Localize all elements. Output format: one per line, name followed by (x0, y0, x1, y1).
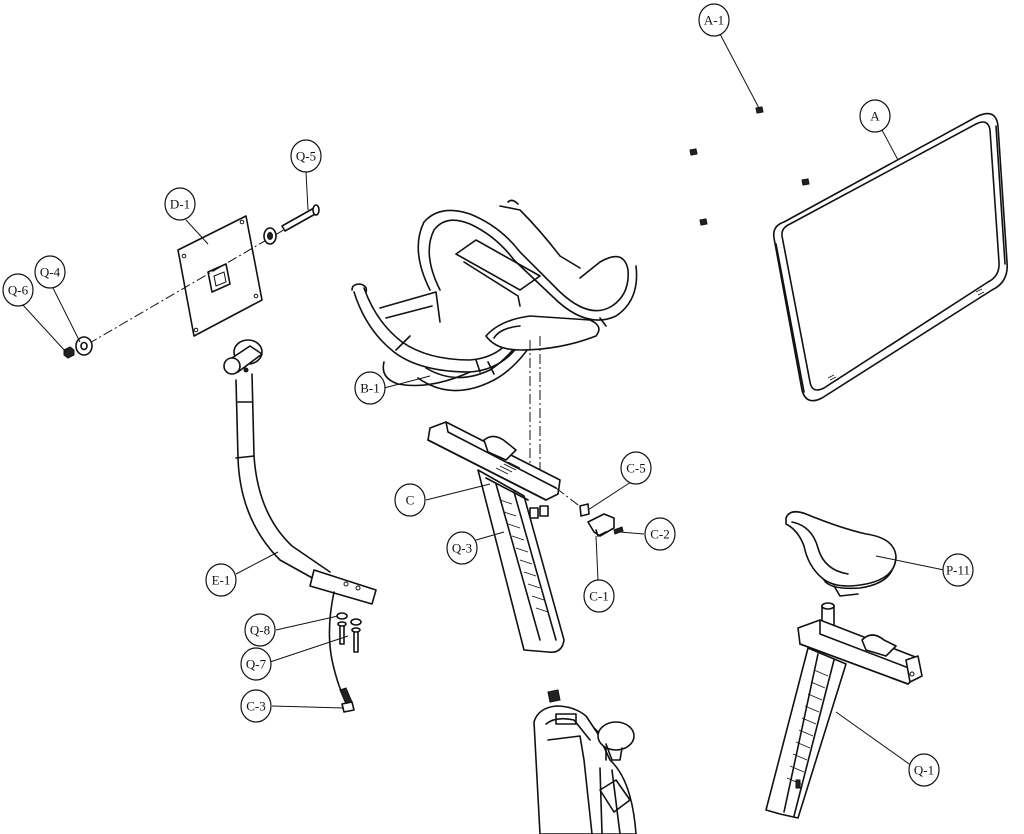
label-b-1: B-1 (354, 371, 386, 405)
label-q-5: Q-5 (290, 139, 322, 173)
label-q-7: Q-7 (240, 647, 272, 681)
part-q-6-nut (63, 346, 75, 359)
part-c-2-screw (613, 526, 624, 535)
svg-text:C-3: C-3 (246, 699, 266, 714)
label-q-4: Q-4 (34, 255, 66, 289)
svg-text:P-11: P-11 (946, 563, 970, 578)
part-e-1-arm (223, 339, 377, 605)
part-q-5-bolt (281, 204, 320, 232)
label-q-8: Q-8 (244, 613, 276, 647)
svg-text:C: C (406, 493, 415, 508)
part-q-7-bolts (337, 621, 361, 653)
label-a: A (859, 99, 891, 133)
label-c-2: C-2 (644, 517, 676, 551)
svg-text:Q-1: Q-1 (914, 763, 934, 778)
svg-text:A: A (870, 109, 880, 124)
leader-lines (21, 33, 945, 767)
label-c-3: C-3 (240, 689, 272, 723)
part-q-3-post (477, 469, 565, 654)
svg-text:B-1: B-1 (360, 381, 380, 396)
label-e-1: E-1 (205, 563, 237, 597)
svg-text:A-1: A-1 (704, 13, 724, 28)
part-d-1-mount-plate (177, 215, 263, 337)
label-q-6: Q-6 (2, 273, 34, 307)
part-b-1-handlebar (351, 199, 638, 392)
part-a-display (772, 112, 1009, 402)
svg-text:C-5: C-5 (626, 461, 646, 476)
label-q-1: Q-1 (908, 753, 940, 787)
part-c-3-cable (328, 591, 355, 713)
part-c-handlebar-slider (427, 421, 561, 519)
part-c-5-pad (579, 503, 590, 517)
svg-text:Q-6: Q-6 (8, 283, 29, 298)
svg-text:Q-5: Q-5 (296, 149, 316, 164)
part-frame-post (533, 689, 637, 834)
part-p-11-saddle (785, 510, 897, 597)
svg-text:Q-3: Q-3 (452, 541, 472, 556)
svg-text:E-1: E-1 (212, 573, 231, 588)
label-a-1: A-1 (698, 3, 730, 37)
label-d-1: D-1 (164, 187, 196, 221)
label-c: C (394, 483, 426, 517)
svg-text:Q-8: Q-8 (250, 623, 270, 638)
label-c-1: C-1 (583, 579, 615, 613)
part-q-1-seat-post (765, 602, 923, 819)
svg-text:Q-7: Q-7 (246, 657, 267, 672)
label-p-11: P-11 (942, 553, 974, 587)
label-q-3: Q-3 (446, 531, 478, 565)
part-q-8-washers (336, 612, 362, 626)
svg-text:D-1: D-1 (170, 197, 190, 212)
svg-text:Q-4: Q-4 (40, 265, 61, 280)
svg-text:C-2: C-2 (650, 527, 670, 542)
part-a-1-screws (689, 106, 810, 226)
svg-text:C-1: C-1 (589, 589, 609, 604)
part-washer (263, 227, 277, 245)
label-c-5: C-5 (620, 451, 652, 485)
part-c-1-clamp (587, 513, 615, 537)
